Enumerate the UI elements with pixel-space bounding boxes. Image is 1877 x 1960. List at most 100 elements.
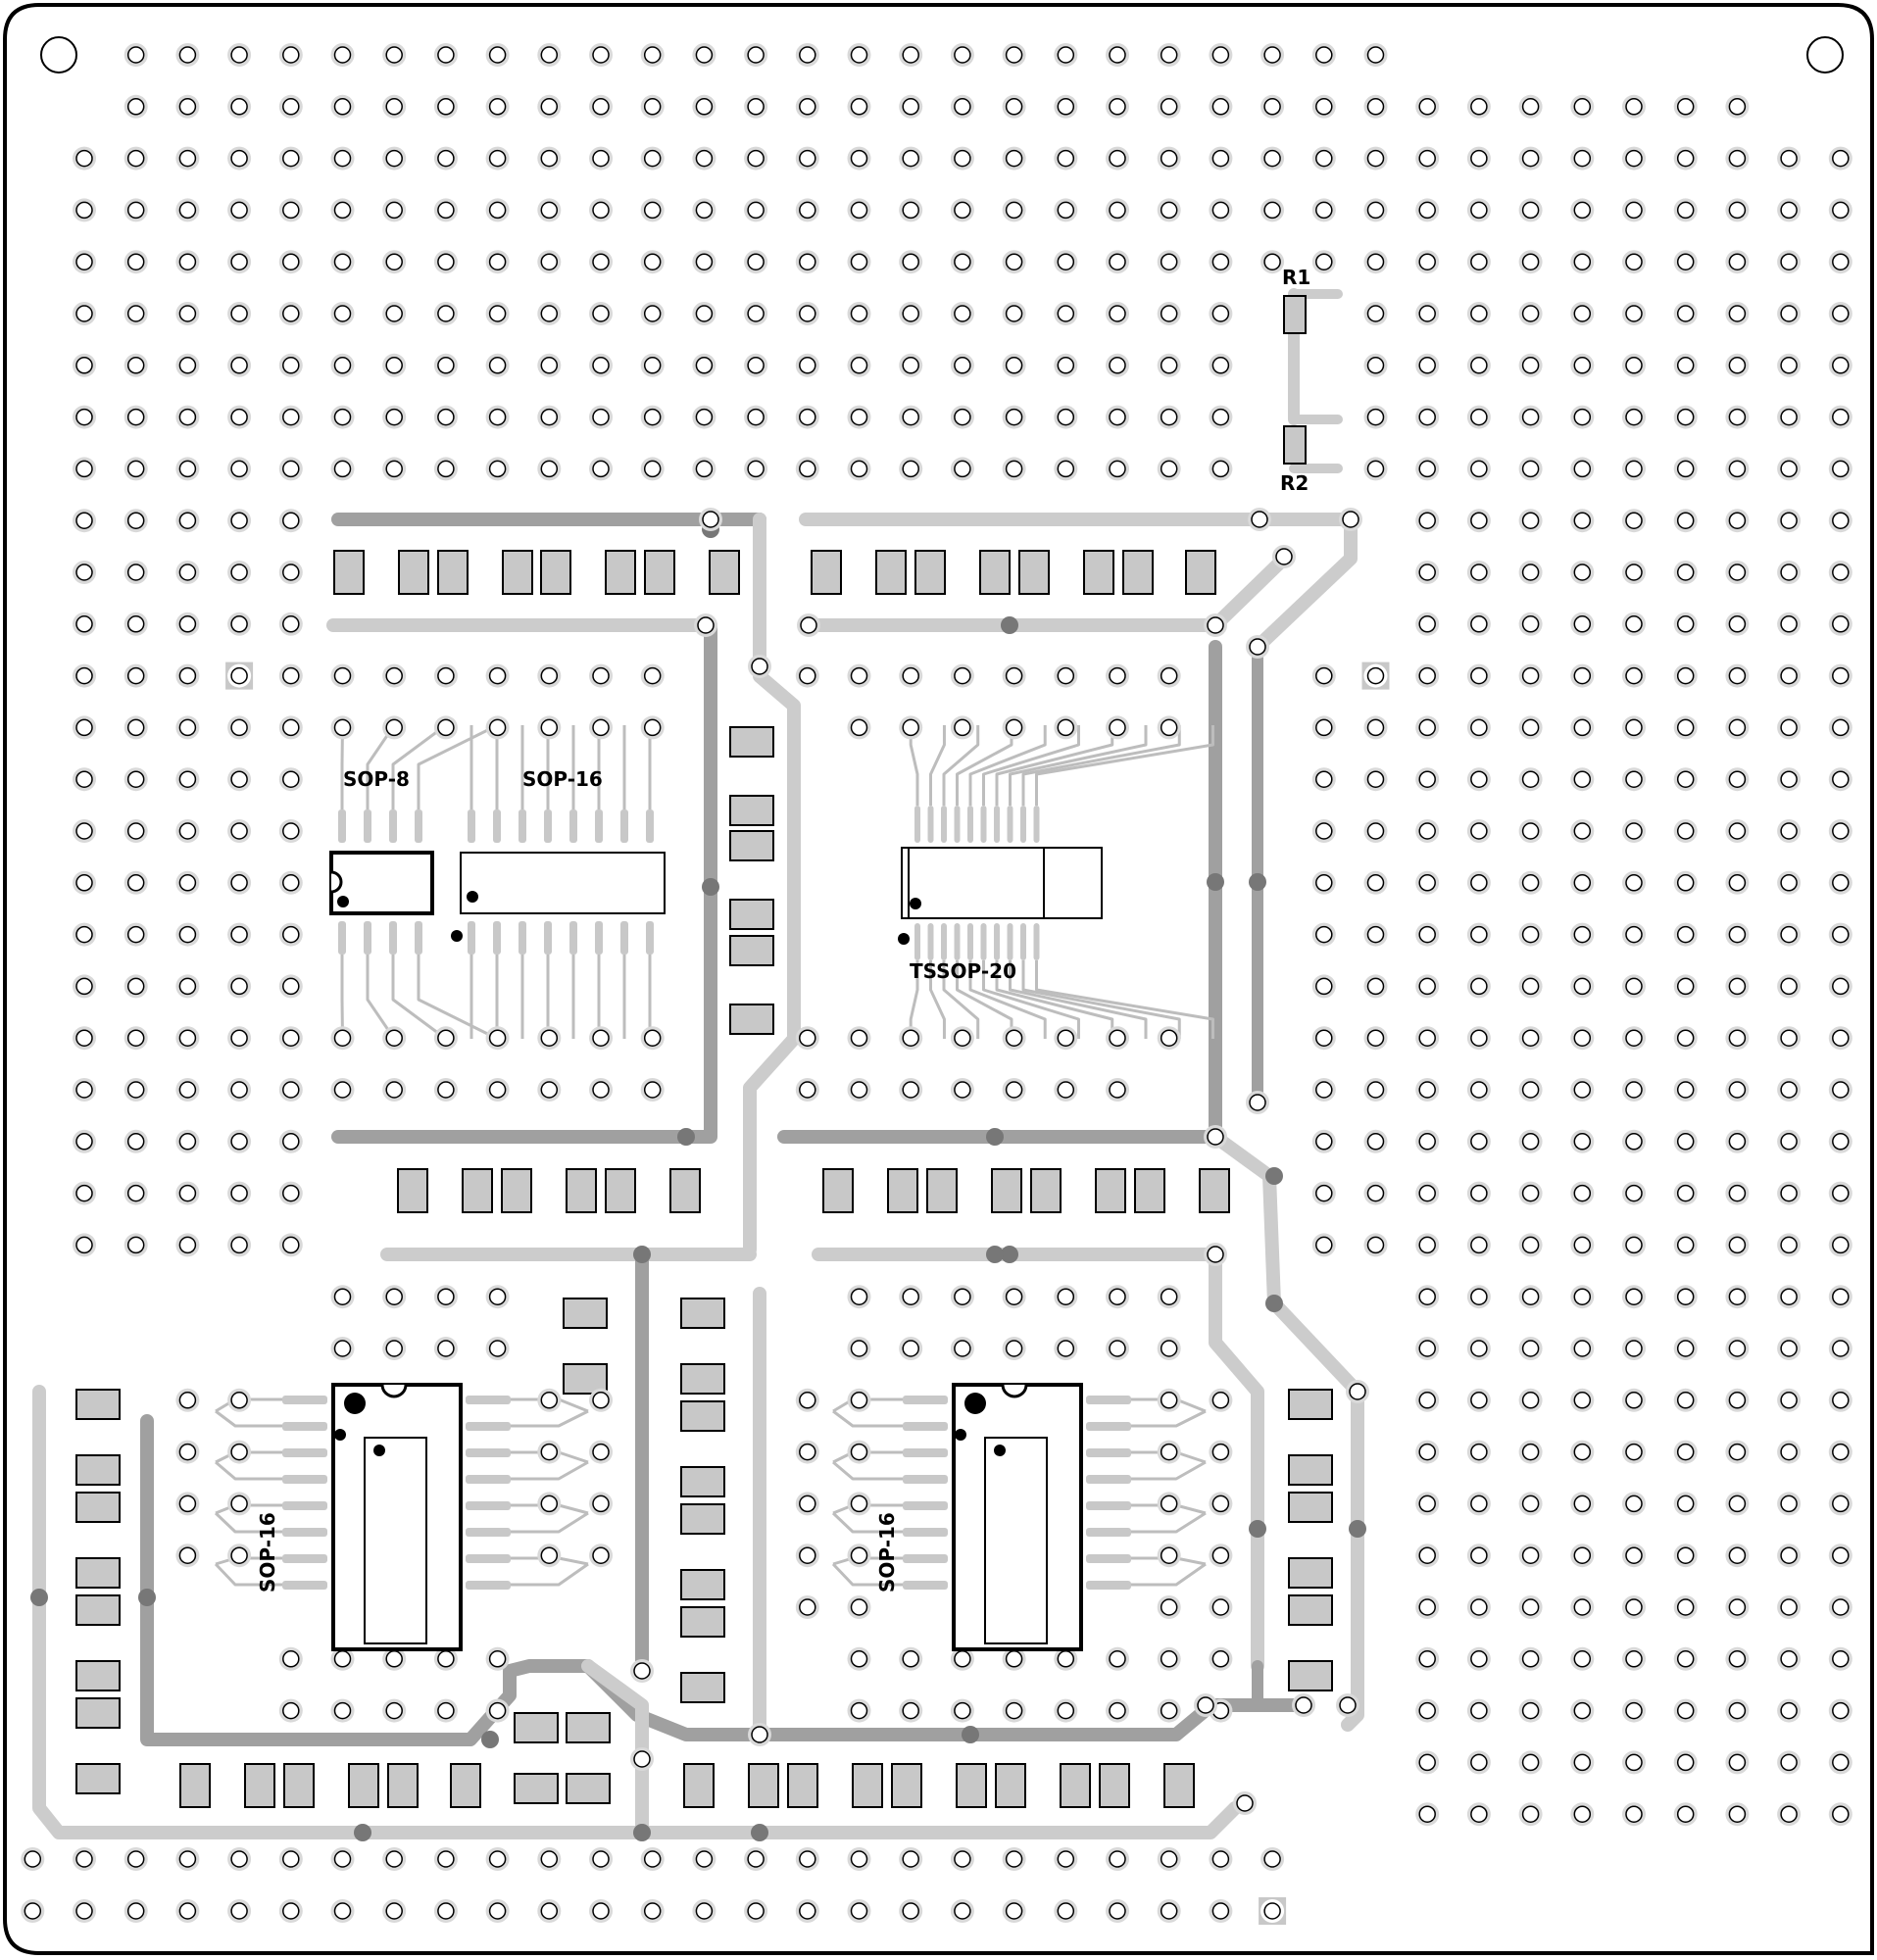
trace-junction	[962, 1726, 979, 1743]
drill-hole	[1109, 46, 1126, 64]
drill-hole	[1573, 1288, 1592, 1305]
pad-layer	[75, 295, 1333, 1808]
drill-hole	[1470, 1029, 1488, 1047]
drill-hole	[1625, 460, 1643, 478]
drill-hole	[1676, 253, 1695, 270]
drill-hole	[1832, 1184, 1850, 1202]
drill-hole	[1418, 460, 1436, 478]
drill-hole	[1728, 822, 1747, 840]
drill-hole	[230, 408, 248, 426]
drill-hole	[1625, 1546, 1643, 1564]
smd-pad	[75, 1660, 121, 1691]
drill-hole	[1676, 512, 1695, 529]
signal-trace	[1009, 725, 1148, 806]
drill-hole	[1211, 46, 1230, 64]
signal-trace	[968, 960, 1047, 1039]
drill-hole	[1625, 1805, 1643, 1823]
smd-pad	[501, 1168, 532, 1213]
drill-hole	[1470, 1392, 1488, 1409]
drill-hole	[178, 615, 197, 633]
drill-hole	[1728, 1340, 1747, 1357]
drill-hole	[178, 1392, 197, 1409]
drill-hole	[592, 1494, 610, 1513]
drill-hole	[540, 305, 559, 322]
drill-hole	[1728, 98, 1747, 116]
drill-hole	[488, 666, 507, 685]
drill-hole	[1470, 977, 1488, 996]
drill-hole	[902, 1650, 919, 1668]
drill-hole	[1521, 1494, 1540, 1513]
smd-pad	[398, 550, 429, 595]
trace-junction	[1001, 616, 1018, 634]
signal-trace	[1130, 1562, 1207, 1587]
drill-hole	[1366, 1133, 1385, 1151]
drill-hole	[850, 666, 868, 685]
drill-hole	[902, 46, 919, 64]
trace-junction	[1265, 1167, 1283, 1185]
drill-hole	[902, 149, 919, 168]
drill-hole	[540, 1392, 559, 1409]
drill-hole	[1470, 1546, 1488, 1564]
drill-hole	[1005, 357, 1023, 374]
drill-hole	[437, 666, 455, 685]
signal-trace	[942, 960, 980, 1039]
drill-hole	[1211, 1392, 1230, 1409]
drill-hole	[1625, 1392, 1643, 1409]
drill-hole	[850, 1340, 868, 1357]
ic-lead	[466, 1554, 511, 1563]
ic-lead	[338, 809, 346, 843]
drill-hole	[1470, 564, 1488, 581]
drill-hole	[385, 1288, 403, 1305]
drill-hole	[954, 1850, 971, 1868]
drill-hole	[1676, 1340, 1695, 1357]
drill-hole	[540, 460, 559, 478]
smd-pad	[887, 1168, 918, 1213]
drill-hole	[1625, 1340, 1643, 1357]
mounting-hole-right	[1806, 36, 1844, 74]
drill-hole	[230, 1184, 248, 1202]
drill-hole	[747, 1850, 765, 1868]
drill-hole	[643, 201, 662, 220]
trace	[1209, 1130, 1364, 1732]
drill-hole	[747, 149, 765, 168]
signal-trace	[215, 1460, 282, 1481]
drill-hole	[1109, 718, 1126, 737]
drill-hole	[902, 1902, 919, 1920]
smd-pad	[1288, 1557, 1333, 1589]
drill-hole	[437, 1081, 455, 1099]
drill-hole	[747, 357, 765, 374]
drill-hole	[799, 201, 816, 220]
drill-hole	[1109, 1029, 1126, 1047]
drill-hole	[1418, 822, 1436, 840]
drill-hole	[643, 408, 662, 426]
drill-hole	[230, 718, 248, 737]
signal-trace	[832, 1460, 903, 1481]
trace-junction	[1249, 873, 1266, 891]
drill-hole	[1521, 615, 1540, 633]
drill-hole	[75, 357, 93, 374]
signal-trace	[982, 725, 1080, 806]
smd-pad	[680, 1466, 725, 1497]
drill-hole	[282, 1701, 300, 1720]
drill-hole	[1780, 666, 1798, 685]
drill-hole	[282, 253, 300, 270]
ic-lead	[1086, 1554, 1131, 1563]
drill-hole	[488, 1650, 507, 1668]
drill-hole	[1728, 253, 1747, 270]
drill-hole	[1521, 1029, 1540, 1047]
drill-hole	[1832, 718, 1850, 737]
smd-pad	[1163, 1763, 1195, 1808]
smd-pad	[1283, 425, 1307, 465]
drill-hole	[437, 1701, 455, 1720]
smd-pad	[729, 935, 774, 966]
drill-hole	[1418, 253, 1436, 270]
drill-hole	[1470, 1701, 1488, 1720]
drill-hole	[1573, 770, 1592, 788]
drill-hole	[75, 201, 93, 220]
drill-hole	[1366, 98, 1385, 116]
drill-hole	[592, 1392, 610, 1409]
drill-hole	[230, 977, 248, 996]
drill-hole	[1728, 1598, 1747, 1616]
ic-lead	[466, 1475, 511, 1484]
signal-trace	[391, 955, 447, 1041]
